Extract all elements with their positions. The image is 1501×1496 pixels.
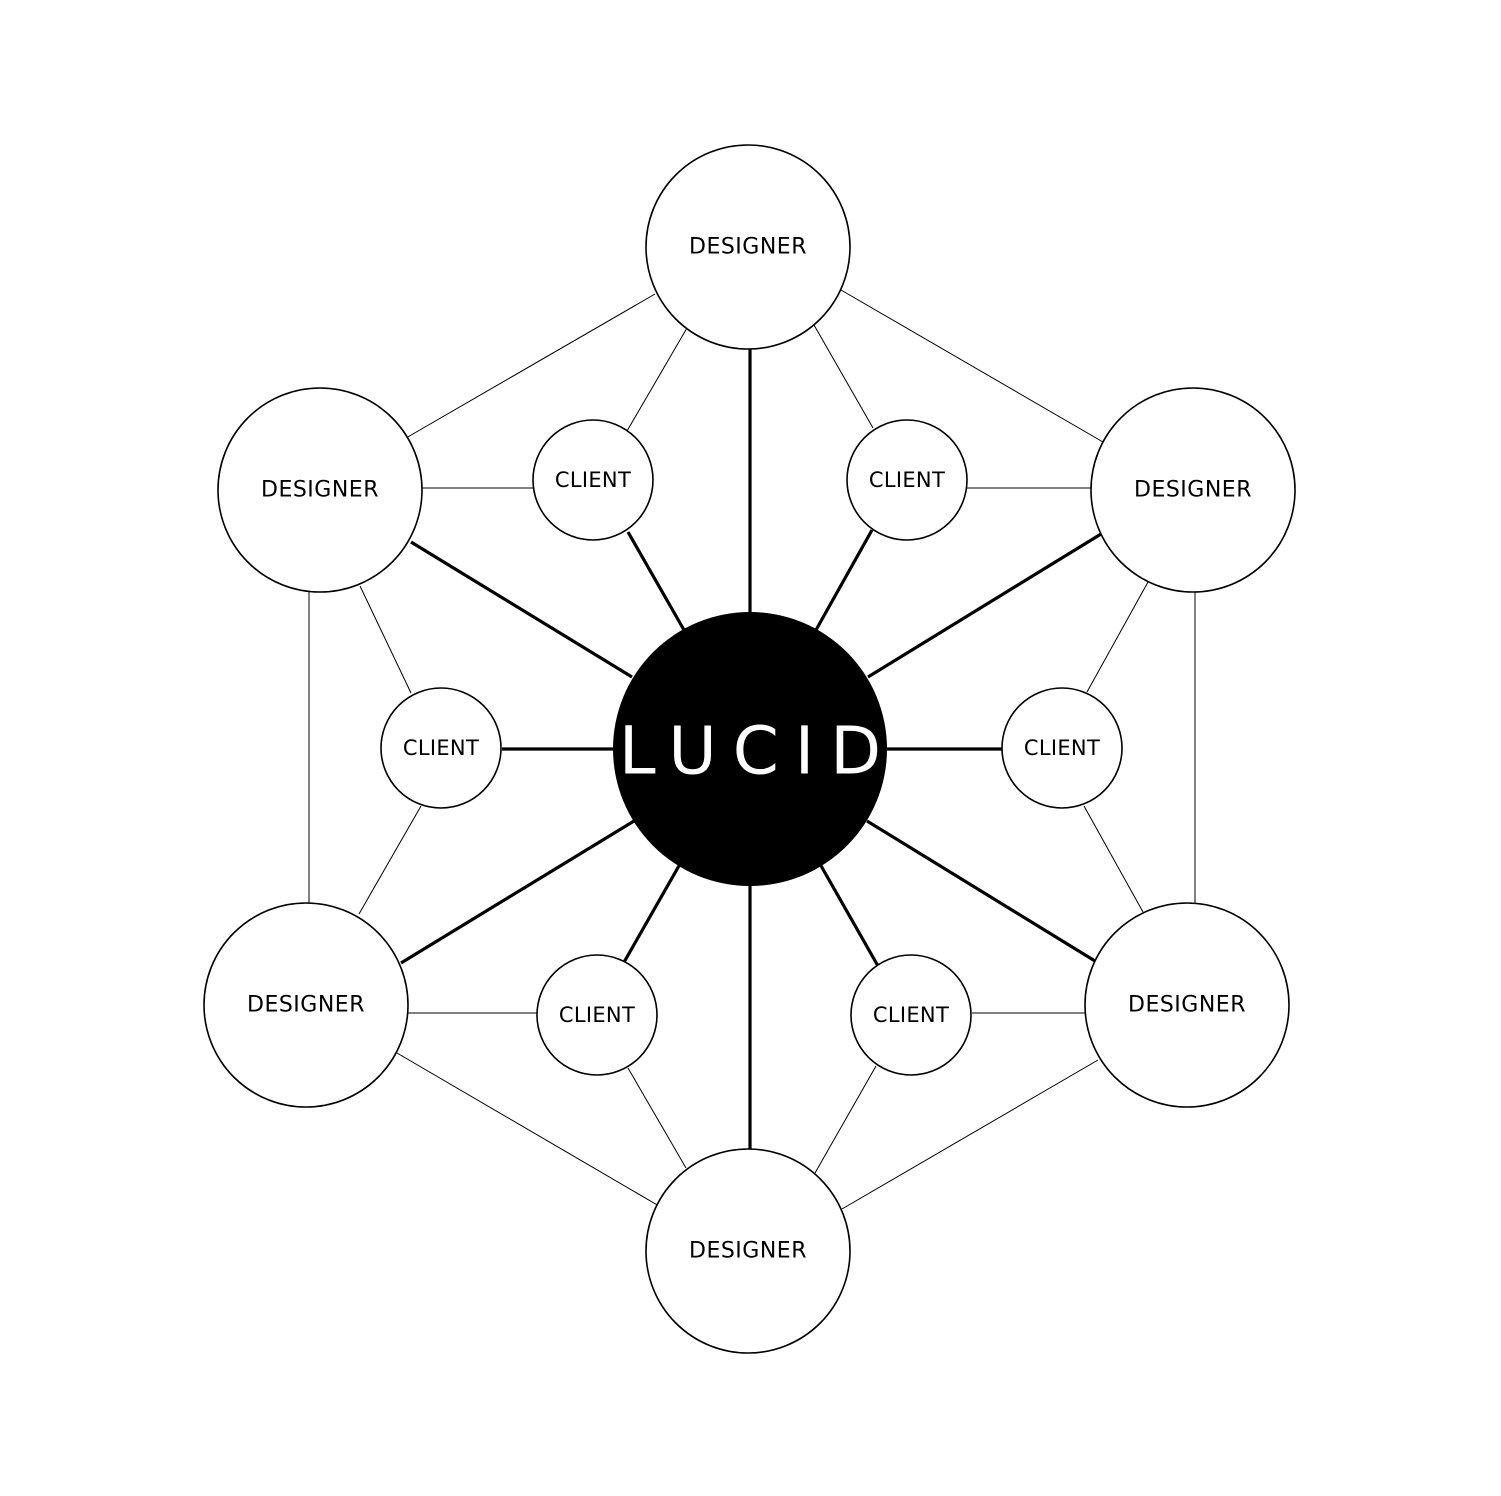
edge-designer-upper-right-to-client-right bbox=[1086, 581, 1149, 693]
designer-node-lower-right: DESIGNER bbox=[1084, 902, 1290, 1108]
edge-designer-bottom-to-designer-lower-left bbox=[396, 1052, 660, 1207]
designer-node-lower-left: DESIGNER bbox=[203, 902, 409, 1108]
edge-designer-top-to-designer-upper-right bbox=[840, 289, 1104, 443]
spoke-hub-to-client-upper-left bbox=[626, 531, 686, 631]
client-label: CLIENT bbox=[869, 468, 945, 492]
designer-node-upper-left: DESIGNER bbox=[217, 387, 423, 593]
designer-label: DESIGNER bbox=[261, 478, 379, 503]
designer-label: DESIGNER bbox=[689, 1239, 807, 1264]
hub-node: LUCID bbox=[613, 612, 897, 886]
spoke-hub-to-designer-lower-right bbox=[866, 819, 1096, 963]
edge-designer-lower-right-to-designer-bottom bbox=[841, 1059, 1099, 1210]
client-node-lower-right: CLIENT bbox=[850, 954, 972, 1076]
client-node-lower-left: CLIENT bbox=[536, 954, 658, 1076]
spoke-hub-to-designer-lower-left bbox=[400, 819, 635, 965]
designer-label: DESIGNER bbox=[1134, 478, 1252, 503]
spoke-hub-to-client-lower-right bbox=[818, 863, 880, 967]
client-node-upper-right: CLIENT bbox=[846, 419, 968, 541]
designer-node-upper-right: DESIGNER bbox=[1090, 387, 1296, 593]
edge-designer-top-to-client-upper-left bbox=[626, 327, 688, 432]
hub-label: LUCID bbox=[619, 713, 897, 790]
client-label: CLIENT bbox=[873, 1003, 949, 1027]
client-label: CLIENT bbox=[555, 468, 631, 492]
client-node-right: CLIENT bbox=[1001, 687, 1123, 809]
client-label: CLIENT bbox=[559, 1003, 635, 1027]
designer-label: DESIGNER bbox=[689, 235, 807, 260]
spoke-hub-to-designer-upper-right bbox=[867, 532, 1102, 679]
edge-designer-lower-right-to-client-right bbox=[1083, 805, 1144, 913]
edge-designer-upper-left-to-designer-top bbox=[405, 293, 656, 439]
client-label: CLIENT bbox=[1024, 736, 1100, 760]
designer-label: DESIGNER bbox=[1128, 993, 1246, 1018]
spoke-hub-to-client-upper-right bbox=[814, 529, 874, 631]
client-label: CLIENT bbox=[403, 736, 479, 760]
designer-label: DESIGNER bbox=[247, 993, 365, 1018]
spoke-hub-to-designer-upper-left bbox=[410, 540, 633, 679]
edge-designer-bottom-to-client-lower-left bbox=[627, 1067, 687, 1169]
edge-designer-upper-left-to-client-left bbox=[359, 585, 412, 694]
edge-designer-lower-left-to-client-left bbox=[358, 805, 422, 915]
spoke-hub-to-client-lower-left bbox=[621, 863, 682, 965]
client-node-upper-left: CLIENT bbox=[532, 419, 654, 541]
thick-spokes bbox=[400, 349, 1102, 1150]
designer-node-top: DESIGNER bbox=[645, 144, 851, 350]
edge-designer-bottom-to-client-lower-right bbox=[814, 1065, 877, 1174]
client-node-left: CLIENT bbox=[380, 687, 502, 809]
designer-node-bottom: DESIGNER bbox=[645, 1148, 851, 1354]
thin-connectors bbox=[308, 289, 1196, 1210]
edge-designer-top-to-client-upper-right bbox=[813, 324, 874, 429]
